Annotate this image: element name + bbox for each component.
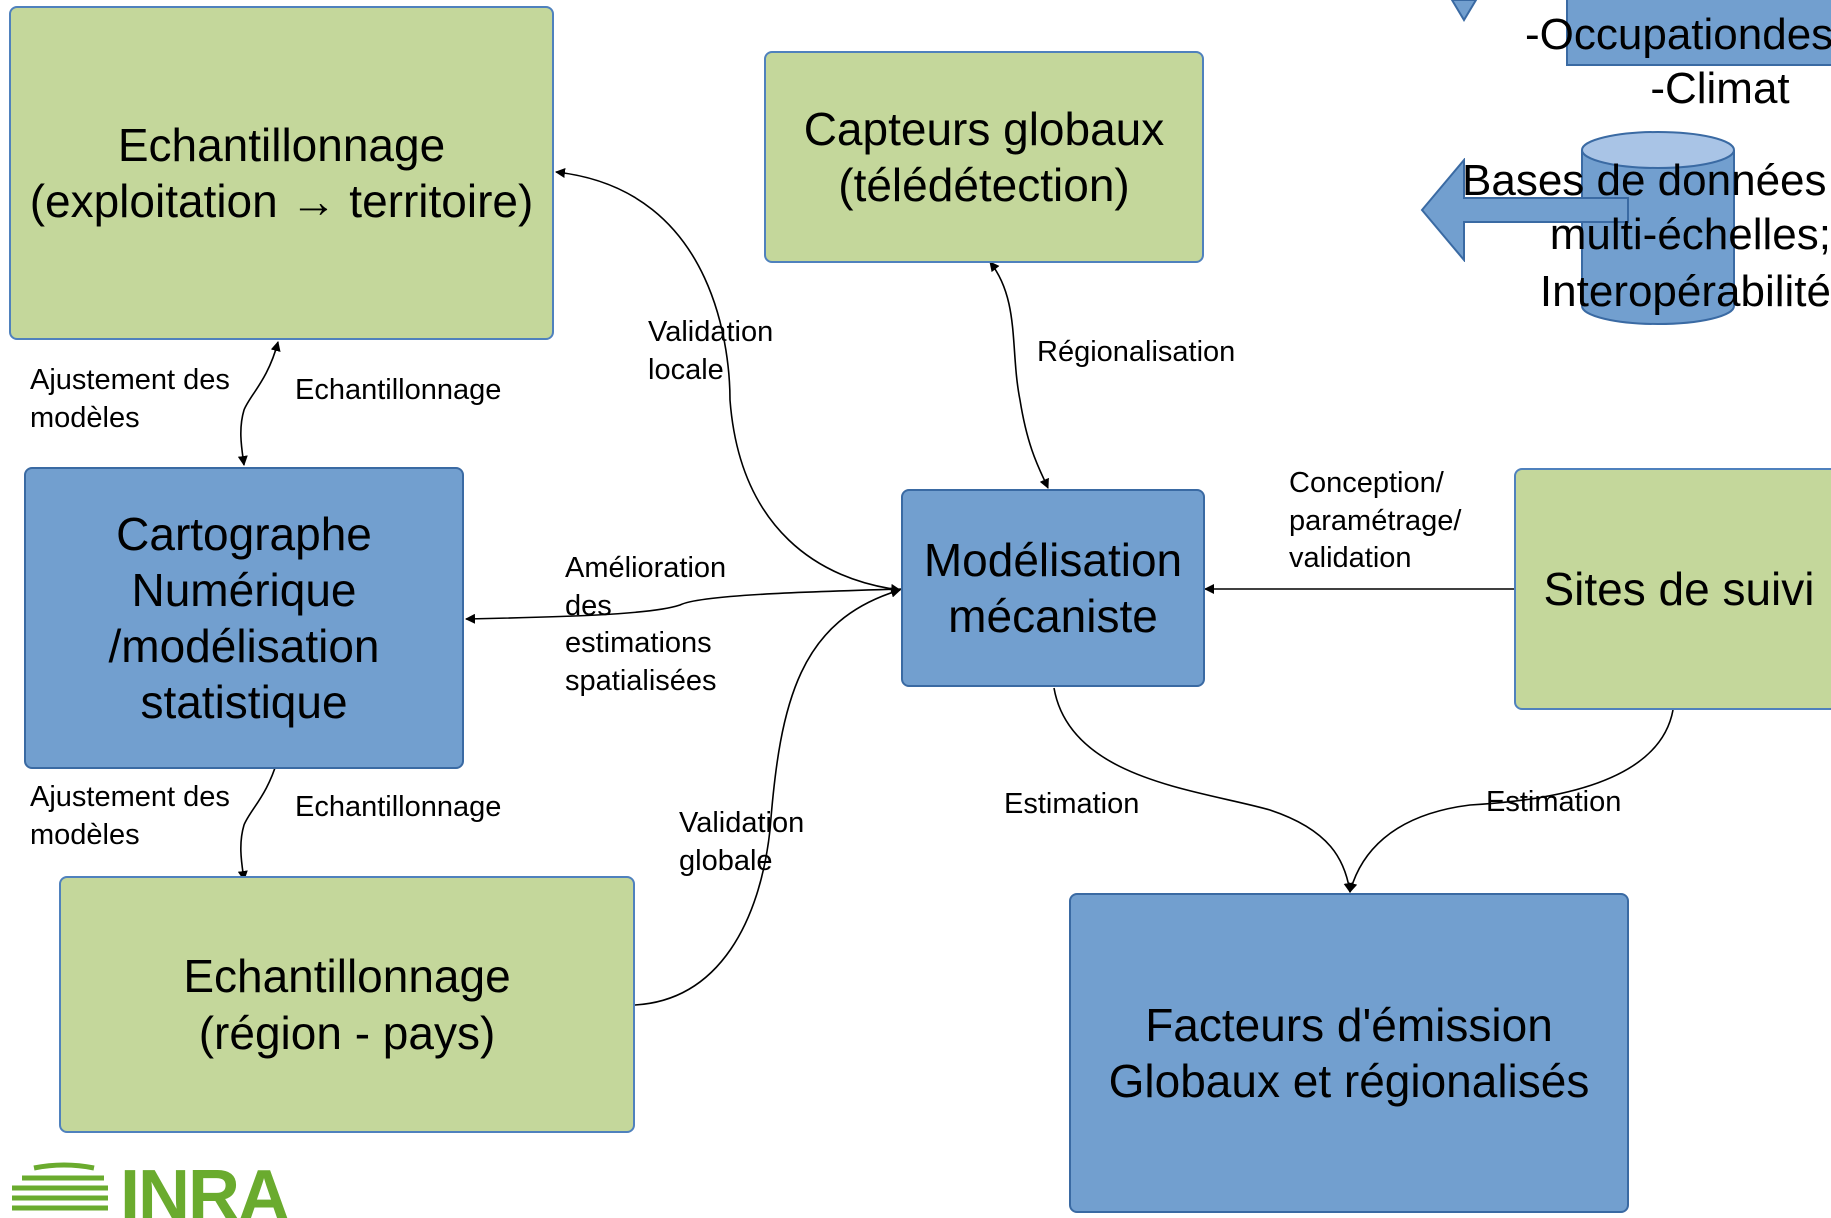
inra-logo: INRA [0,1158,320,1218]
side-bases-line2: multi-échelles; [1549,210,1831,259]
label-amelioration-line4: spatialisées [565,665,717,698]
side-climat-text: -Climat [1650,64,1790,113]
label-conception-line1: Conception/ [1289,467,1444,499]
label-validation-locale: Validation locale [648,314,773,389]
side-occupation-text: -Occupationdes [1525,10,1831,59]
node-sites-suivi: Sites de suivi [1514,468,1831,710]
node-cartographe-line3: /modélisation [108,620,380,672]
label-conception-line2: paramétrage/ [1289,504,1462,537]
label-ajustement-bottom-line2: modèles [30,818,140,851]
node-modelisation: Modélisation mécaniste [901,489,1205,687]
label-validation-locale-line1: Validation [648,316,774,348]
node-facteurs-emission-line2: Globaux et régionalisés [1108,1055,1590,1107]
label-ajustement-top-line2: modèles [30,401,140,434]
node-facteurs-emission: Facteurs d'émission Globaux et régionali… [1069,893,1629,1213]
arrow-shape-top [1450,0,1478,22]
label-echantillonnage-bottom: Echantillonnage [295,791,502,823]
label-validation-locale-line2: locale [648,353,724,386]
label-ajustement-top: Ajustement des modèles [30,362,230,437]
edge-regionalisation [989,261,1049,489]
node-facteurs-emission-line1: Facteurs d'émission [1145,998,1553,1051]
node-cartographe-line1: Cartographe [116,507,372,560]
node-echantillonnage-exploitation-line1: Echantillonnage [117,118,446,171]
label-estimation-right: Estimation [1486,786,1622,818]
label-estimation-left: Estimation [1004,788,1140,820]
label-amelioration-line3: estimations [565,627,712,660]
edge-estimation-right [1347,709,1674,893]
label-validation-globale-line2: globale [679,844,773,877]
label-validation-globale-line1: Validation [679,807,805,839]
edge-ajustement-top [237,341,281,466]
edge-estimation-left [1053,687,1354,893]
database-cylinder-icon [1581,131,1735,325]
edge-ajustement-bottom [237,757,281,881]
inra-logo-text: INRA [120,1158,290,1218]
label-ajustement-top-line1: Ajustement des [30,364,230,396]
inra-logo-mark-icon [12,1162,108,1211]
edge-validation-globale [634,587,901,1006]
node-capteurs-globaux-line1: Capteurs globaux [803,103,1165,155]
node-modelisation-line2: mécaniste [948,590,1158,642]
node-echantillonnage-region: Echantillonnage (région - pays) [59,876,635,1133]
label-validation-globale: Validation globale [679,805,804,880]
label-ajustement-bottom-line1: Ajustement des [30,781,230,813]
edge-validation-locale [555,168,901,594]
label-echantillonnage-top: Echantillonnage [295,374,502,406]
node-sites-suivi-line1: Sites de suivi [1543,562,1815,615]
label-amelioration-line1: Amélioration [565,552,727,584]
node-cartographe-line4: statistique [140,676,348,729]
node-echantillonnage-region-line2: (région - pays) [198,1006,496,1059]
occupation-box [1566,0,1831,66]
node-echantillonnage-exploitation: Echantillonnage (exploitation → territoi… [9,6,554,340]
node-modelisation-line1: Modélisation [923,533,1183,586]
label-conception: Conception/ paramétrage/ validation [1289,465,1462,578]
label-amelioration: Amélioration des estimations spatialisée… [565,550,726,701]
node-capteurs-globaux: Capteurs globaux (télédétection) [764,51,1204,263]
label-conception-line3: validation [1289,542,1412,575]
node-echantillonnage-exploitation-line2: (exploitation → territoire) [29,175,534,227]
label-amelioration-line2: des [565,589,612,622]
side-bases-line3: Interopérabilité [1539,267,1831,316]
side-bases-line1: Bases de données [1462,156,1827,205]
left-arrow-shape [1420,158,1629,262]
node-echantillonnage-region-line1: Echantillonnage [183,950,511,1003]
node-capteurs-globaux-line2: (télédétection) [838,159,1130,212]
label-regionalisation: Régionalisation [1037,336,1236,368]
label-ajustement-bottom: Ajustement des modèles [30,779,230,854]
node-cartographe-line2: Numérique [131,563,357,616]
node-cartographe: Cartographe Numérique /modélisation stat… [24,467,464,769]
edge-amelioration [465,588,903,624]
